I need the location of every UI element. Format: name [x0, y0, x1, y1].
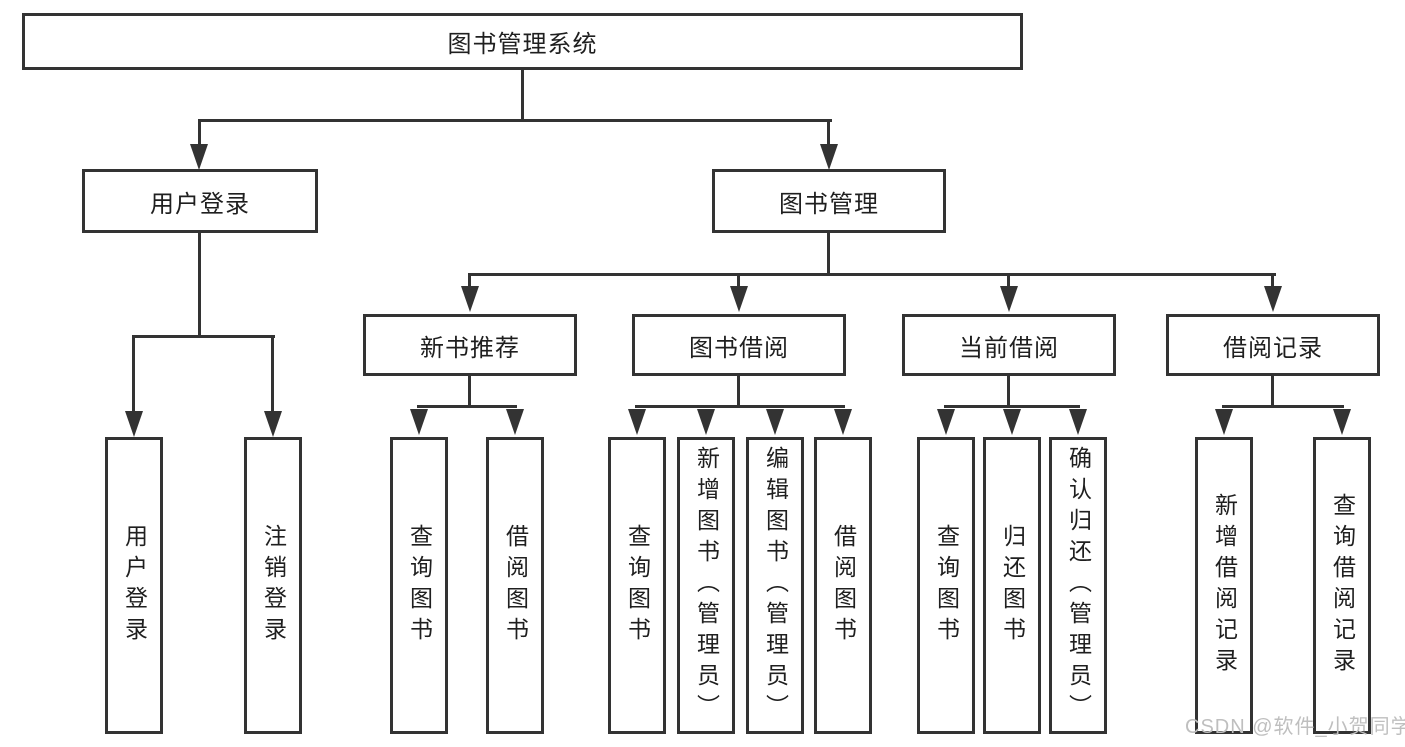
node-new-book-recommend: 新书推荐	[363, 314, 577, 376]
node-label: 当前借阅	[959, 334, 1059, 362]
connector-line	[132, 335, 135, 413]
arrowhead-down-icon	[820, 144, 838, 170]
node-label: 编辑图书（管理员）	[762, 446, 789, 725]
node-user-login-leaf: 用户登录	[105, 437, 163, 734]
arrowhead-down-icon	[1215, 409, 1233, 435]
connector-line	[271, 335, 274, 413]
node-label: 新书推荐	[420, 334, 520, 362]
arrowhead-down-icon	[766, 409, 784, 435]
node-user-login: 用户登录	[82, 169, 318, 233]
connector-line	[521, 70, 524, 121]
node-query-books-recommend: 查询图书	[390, 437, 448, 734]
node-label: 查询图书	[406, 523, 433, 648]
connector-line	[944, 405, 1080, 408]
connector-line	[737, 273, 740, 287]
arrowhead-down-icon	[264, 411, 282, 437]
connector-line	[198, 119, 832, 122]
node-add-books-admin: 新增图书（管理员）	[677, 437, 735, 734]
node-label: 借阅图书	[502, 523, 529, 648]
node-logout-leaf: 注销登录	[244, 437, 302, 734]
arrowhead-down-icon	[628, 409, 646, 435]
arrowhead-down-icon	[506, 409, 524, 435]
arrowhead-down-icon	[1264, 286, 1282, 312]
node-book-management: 图书管理	[712, 169, 946, 233]
connector-line	[1271, 376, 1274, 408]
node-label: 查询图书	[933, 523, 960, 648]
node-label: 图书借阅	[689, 334, 789, 362]
arrowhead-down-icon	[697, 409, 715, 435]
arrowhead-down-icon	[1000, 286, 1018, 312]
node-label: 查询借阅记录	[1329, 492, 1356, 679]
node-add-borrow-record: 新增借阅记录	[1195, 437, 1253, 734]
arrowhead-down-icon	[730, 286, 748, 312]
connector-line	[417, 405, 517, 408]
connector-line	[1007, 273, 1010, 287]
connector-line	[635, 405, 845, 408]
node-library-management-system: 图书管理系统	[22, 13, 1023, 70]
watermark: CSDN @软件_小贺同学	[1185, 716, 1405, 738]
connector-line	[132, 335, 275, 338]
node-label: 确认归还（管理员）	[1065, 446, 1092, 725]
connector-line	[468, 273, 471, 287]
arrowhead-down-icon	[461, 286, 479, 312]
node-confirm-return-admin: 确认归还（管理员）	[1049, 437, 1107, 734]
connector-line	[827, 233, 830, 276]
node-edit-books-admin: 编辑图书（管理员）	[746, 437, 804, 734]
node-query-books-borrow: 查询图书	[608, 437, 666, 734]
connector-line	[468, 273, 1276, 276]
connector-line	[468, 376, 471, 408]
arrowhead-down-icon	[410, 409, 428, 435]
node-query-borrow-record: 查询借阅记录	[1313, 437, 1371, 734]
connector-line	[737, 376, 740, 408]
node-query-books-current: 查询图书	[917, 437, 975, 734]
connector-line	[1007, 376, 1010, 408]
node-label: 新增图书（管理员）	[693, 446, 720, 725]
arrowhead-down-icon	[190, 144, 208, 170]
connector-line	[827, 119, 830, 147]
arrowhead-down-icon	[1333, 409, 1351, 435]
arrowhead-down-icon	[1069, 409, 1087, 435]
node-return-books: 归还图书	[983, 437, 1041, 734]
node-label: 图书管理系统	[447, 31, 598, 58]
arrowhead-down-icon	[1003, 409, 1021, 435]
arrowhead-down-icon	[125, 411, 143, 437]
node-label: 借阅记录	[1223, 334, 1323, 362]
node-borrow-records: 借阅记录	[1166, 314, 1380, 376]
node-borrow-books-leaf: 借阅图书	[814, 437, 872, 734]
node-label: 用户登录	[150, 190, 250, 218]
node-label: 借阅图书	[830, 523, 857, 648]
connector-line	[198, 233, 201, 338]
node-label: 注销登录	[260, 523, 287, 648]
node-label: 归还图书	[999, 523, 1026, 648]
node-label: 图书管理	[779, 190, 879, 218]
node-book-borrow: 图书借阅	[632, 314, 846, 376]
arrowhead-down-icon	[834, 409, 852, 435]
node-borrow-books-recommend: 借阅图书	[486, 437, 544, 734]
arrowhead-down-icon	[937, 409, 955, 435]
connector-line	[198, 119, 201, 147]
node-current-borrow: 当前借阅	[902, 314, 1116, 376]
node-label: 用户登录	[121, 523, 148, 648]
node-label: 查询图书	[624, 523, 651, 648]
node-label: 新增借阅记录	[1211, 492, 1238, 679]
connector-line	[1222, 405, 1344, 408]
connector-line	[1271, 273, 1274, 287]
